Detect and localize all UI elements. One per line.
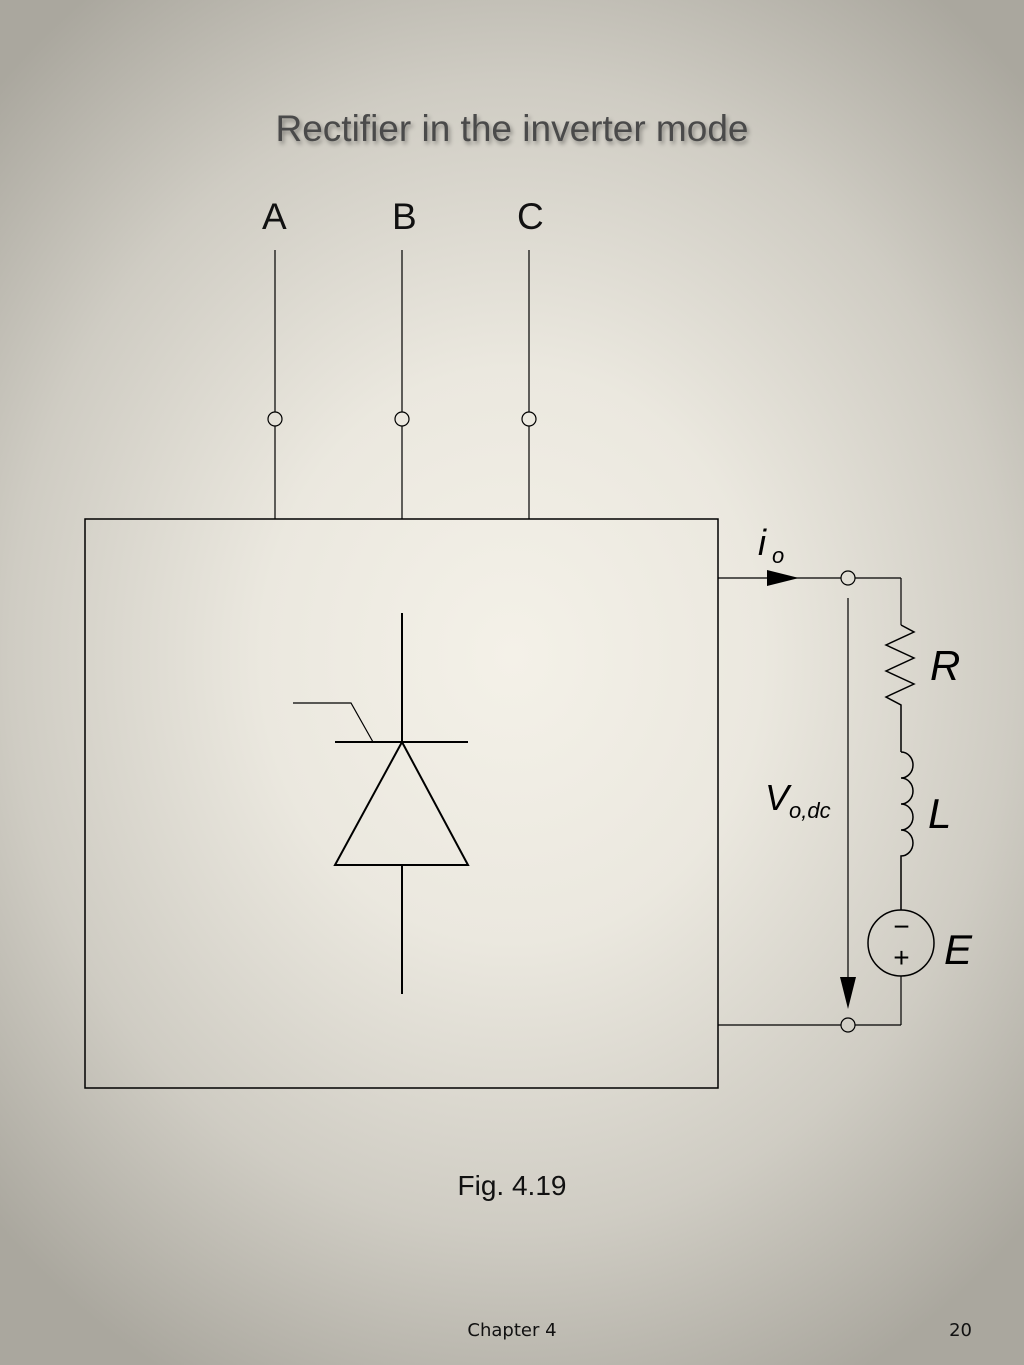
phase-label-c: C <box>517 196 544 237</box>
phase-b-line <box>394 250 410 519</box>
dc-source-icon <box>867 909 935 1025</box>
figure-caption: Fig. 4.19 <box>457 1170 567 1201</box>
current-arrow-icon <box>767 570 799 586</box>
output-top-wire <box>718 570 902 625</box>
phase-a-line <box>267 250 283 519</box>
resistor-label: R <box>930 642 960 689</box>
output-bottom-wire <box>718 1017 901 1033</box>
phase-label-b: B <box>392 196 417 237</box>
phase-c-line <box>521 250 537 519</box>
inductor-icon <box>900 751 914 910</box>
voltage-label: Vo,dc <box>765 777 831 823</box>
phase-label-a: A <box>262 196 287 237</box>
voltage-arrow-icon <box>840 598 856 1009</box>
converter-box <box>84 518 719 1089</box>
inductor-label: L <box>928 790 951 837</box>
thyristor-icon <box>293 613 470 994</box>
resistor-icon <box>884 624 916 752</box>
slide-title: Rectifier in the inverter mode <box>275 108 749 149</box>
source-plus-sign: + <box>893 942 909 973</box>
footer-chapter: Chapter 4 <box>467 1320 557 1341</box>
source-minus-sign: − <box>893 911 909 942</box>
source-label: E <box>944 926 973 973</box>
page-number: 20 <box>949 1320 972 1341</box>
